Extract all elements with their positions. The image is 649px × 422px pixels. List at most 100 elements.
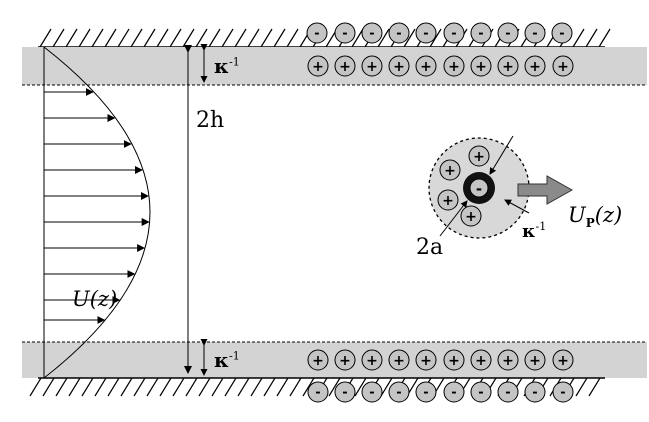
hatch-mark [146, 377, 159, 397]
hatch-mark [211, 377, 224, 397]
svg-text:-: - [451, 27, 456, 42]
hatch-mark [117, 28, 130, 48]
svg-text:+: + [502, 353, 514, 369]
hatch-mark [598, 28, 611, 48]
hatch-mark [91, 28, 104, 48]
positive-ion: + [439, 159, 461, 181]
svg-text:-: - [478, 386, 483, 401]
svg-text:-: - [532, 386, 537, 401]
hatch-mark [221, 28, 234, 48]
hatch-mark [195, 28, 208, 48]
hatch-mark [276, 377, 289, 397]
negative-ion: - [524, 22, 546, 44]
diameter-arrow [439, 200, 468, 237]
hatch-mark [572, 28, 585, 48]
negative-ion: - [443, 22, 465, 44]
positive-ion: + [468, 145, 490, 167]
hatch-mark [247, 28, 260, 48]
hatch-mark [185, 377, 198, 397]
svg-text:+: + [448, 353, 460, 369]
hatch-mark [208, 28, 221, 48]
flow-velocity-label: U(z) [72, 287, 118, 311]
negative-ion: - [497, 381, 519, 403]
hatch-mark [172, 377, 185, 397]
negative-ion: - [470, 22, 492, 44]
svg-text:+: + [393, 353, 405, 369]
positive-ion: + [443, 349, 465, 371]
hatch-mark [250, 377, 263, 397]
bottom-layer-positive-ions: ++++++++++ [307, 349, 574, 371]
hatch-mark [380, 377, 393, 397]
svg-text:-: - [560, 386, 565, 401]
hatch-mark [198, 377, 211, 397]
svg-text:+: + [442, 193, 454, 209]
positive-ion: + [497, 55, 519, 77]
hatch-mark [575, 377, 588, 397]
hatch-mark [328, 377, 341, 397]
hatch-mark [169, 28, 182, 48]
svg-text:-: - [505, 27, 510, 42]
hatch-mark [351, 28, 364, 48]
channel-height-label: 2h [196, 108, 225, 133]
negative-ion: - [551, 22, 573, 44]
hatch-mark [273, 28, 286, 48]
hatch-mark [237, 377, 250, 397]
svg-text:+: + [557, 59, 569, 75]
svg-text:+: + [312, 59, 324, 75]
bottom-debye-label: κ-1 [214, 348, 240, 372]
hatch-mark [94, 377, 107, 397]
svg-text:-: - [369, 386, 374, 401]
svg-text:+: + [465, 209, 477, 225]
positive-ion: + [415, 349, 437, 371]
svg-text:+: + [366, 59, 378, 75]
positive-ion: + [361, 55, 383, 77]
svg-text:+: + [529, 353, 541, 369]
svg-text:-: - [423, 386, 428, 401]
negative-ion: - [415, 381, 437, 403]
positive-ion: + [307, 55, 329, 77]
svg-text:-: - [451, 386, 456, 401]
svg-text:-: - [314, 27, 319, 42]
hatch-mark [377, 28, 390, 48]
charged-particle: - + + + + [428, 135, 574, 239]
positive-ion: + [460, 205, 482, 227]
svg-text:+: + [473, 149, 485, 165]
hatch-mark [120, 377, 133, 397]
negative-ion: - [361, 381, 383, 403]
hatch-mark [68, 377, 81, 397]
positive-ion: + [552, 55, 574, 77]
hatch-mark [107, 377, 120, 397]
svg-text:-: - [342, 27, 347, 42]
svg-text:-: - [396, 27, 401, 42]
svg-text:-: - [396, 386, 401, 401]
hatch-mark [429, 28, 442, 48]
svg-text:+: + [475, 353, 487, 369]
negative-ion: - [443, 381, 465, 403]
negative-ion: - [307, 381, 329, 403]
negative-ion: - [334, 381, 356, 403]
particle-velocity-arrow [517, 175, 574, 205]
negative-ion: - [524, 381, 546, 403]
negative-ion: - [306, 22, 328, 44]
particle-debye-arrow-upper [489, 135, 514, 175]
svg-text:-: - [342, 386, 347, 401]
bottom-wall-negative-ions: ---------- [307, 381, 574, 403]
svg-text:-: - [315, 386, 320, 401]
cloud-positive-ions: + + + + [437, 145, 490, 227]
svg-text:-: - [423, 27, 428, 42]
particle-core-sign: - [476, 180, 482, 198]
hatch-mark [52, 28, 65, 48]
hatch-mark [286, 28, 299, 48]
top-layer-positive-ions: ++++++++++ [307, 55, 574, 77]
hatch-mark [159, 377, 172, 397]
hatch-mark [403, 28, 416, 48]
hatch-mark [302, 377, 315, 397]
positive-ion: + [524, 349, 546, 371]
svg-text:+: + [444, 163, 456, 179]
positive-ion: + [497, 349, 519, 371]
svg-text:+: + [557, 353, 569, 369]
svg-text:-: - [478, 27, 483, 42]
negative-ion: - [388, 22, 410, 44]
particle-diameter-label: 2a [416, 235, 444, 260]
